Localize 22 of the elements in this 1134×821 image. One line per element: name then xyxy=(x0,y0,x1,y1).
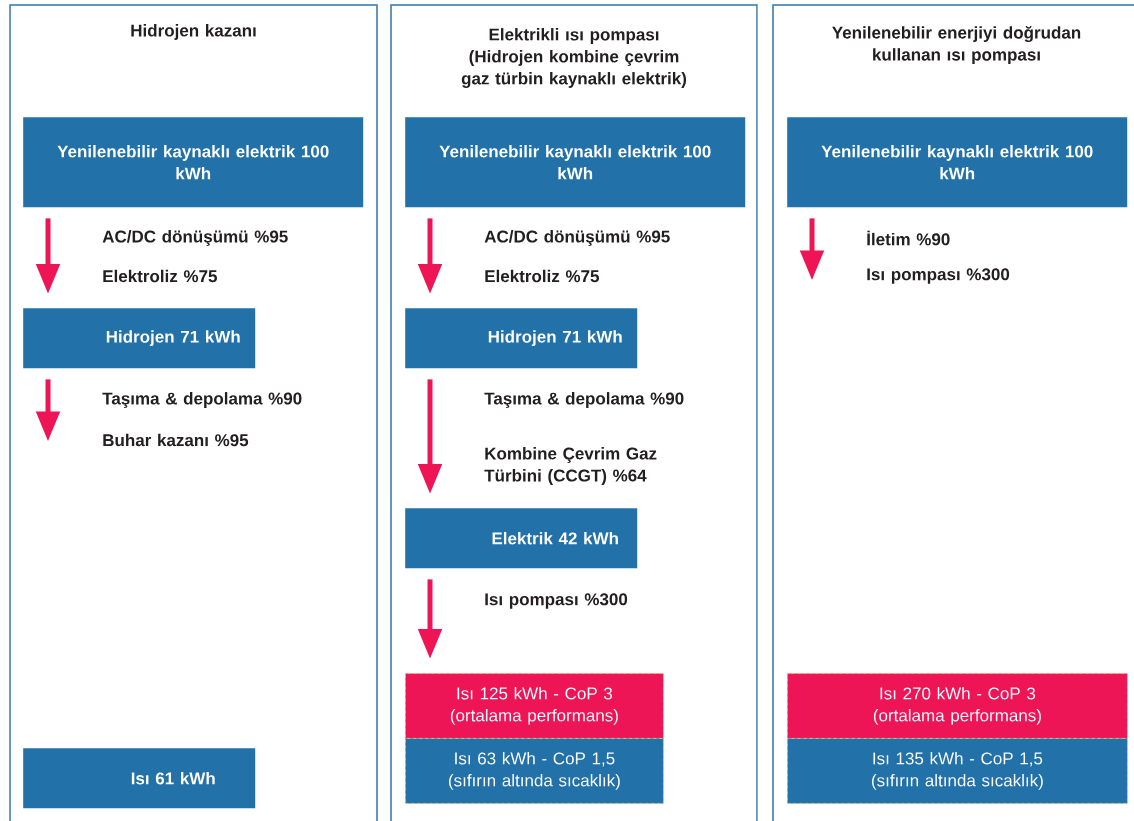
step-label: Elektroliz %75 xyxy=(485,269,599,283)
step-label: Buhar kazanı %95 xyxy=(103,433,249,447)
result-box: Isı 125 kWh - CoP 3 (ortalama performans) xyxy=(405,673,664,739)
process-box: Hidrojen 71 kWh xyxy=(23,308,256,369)
result-box: Isı 135 kWh - CoP 1,5 (sıfırın altında sıcaklık) xyxy=(787,738,1128,804)
process-box: Yenilenebilir kaynaklı elektrik 100 kWh xyxy=(23,117,364,208)
step-label: Elektroliz %75 xyxy=(103,269,217,283)
step-label: AC/DC dönüşümü %95 xyxy=(484,230,670,246)
result-box: Isı 270 kWh - CoP 3 (ortalama performans) xyxy=(787,673,1128,739)
process-box: Yenilenebilir kaynaklı elektrik 100 kWh xyxy=(787,117,1128,208)
result-box: Isı 63 kWh - CoP 1,5 (sıfırın altında sıcaklık) xyxy=(405,738,664,804)
step-label: Taşıma & depolama %90 xyxy=(102,392,302,408)
step-label: Kombine Çevrim Gaz Türbini (CCGT) %64 xyxy=(484,447,657,485)
step-label: Isı pompası %300 xyxy=(867,268,1010,284)
process-box: Isı 61 kWh xyxy=(23,748,256,809)
process-box: Hidrojen 71 kWh xyxy=(405,308,638,369)
step-label: İletim %90 xyxy=(867,230,950,246)
step-label: AC/DC dönüşümü %95 xyxy=(102,230,288,246)
step-label: Taşıma & depolama %90 xyxy=(484,392,684,408)
process-box: Yenilenebilir kaynaklı elektrik 100 kWh xyxy=(405,117,746,208)
process-box: Elektrik 42 kWh xyxy=(405,508,638,569)
step-label: Isı pompası %300 xyxy=(485,593,628,609)
